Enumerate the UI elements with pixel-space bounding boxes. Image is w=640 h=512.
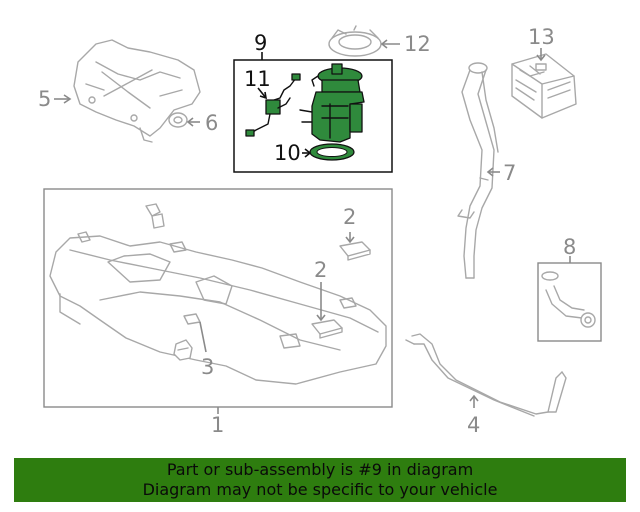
clip-part-3 (173, 313, 201, 361)
callout-3: 3 (201, 355, 214, 379)
callout-2b: 2 (314, 258, 327, 282)
callout-2a: 2 (343, 205, 356, 229)
strap-part-4 (405, 333, 567, 417)
callout-4: 4 (467, 413, 480, 437)
filler-pipe-part-7 (457, 62, 499, 279)
pad-part-2b (311, 319, 343, 339)
callout-10: 10 (274, 141, 301, 165)
info-banner: Part or sub-assembly is #9 in diagram Di… (14, 458, 626, 502)
callout-6: 6 (205, 111, 218, 135)
control-module-part-13 (511, 53, 577, 119)
seal-part-10 (309, 143, 355, 161)
banner-line-1: Part or sub-assembly is #9 in diagram (166, 460, 474, 479)
callout-5: 5 (38, 87, 51, 111)
callout-11: 11 (244, 67, 271, 91)
hose-part-8 (541, 271, 596, 328)
callout-1: 1 (211, 413, 224, 437)
fuel-level-sender-part-11 (245, 73, 301, 137)
callout-7: 7 (503, 161, 516, 185)
fitting-top (145, 203, 165, 229)
pad-part-2a (339, 241, 371, 261)
banner-line-2: Diagram may not be specific to your vehi… (142, 480, 498, 499)
lock-ring-part-12 (328, 25, 382, 57)
fuel-pump-module-part-9 (299, 63, 365, 143)
callout-12: 12 (404, 32, 431, 56)
callout-8: 8 (563, 235, 576, 259)
heat-shield-part-5 (73, 39, 201, 143)
callout-13: 13 (528, 25, 555, 49)
fuel-tank-part-1 (49, 231, 387, 385)
callout-9: 9 (254, 31, 267, 55)
grommet-part-6 (168, 112, 188, 128)
